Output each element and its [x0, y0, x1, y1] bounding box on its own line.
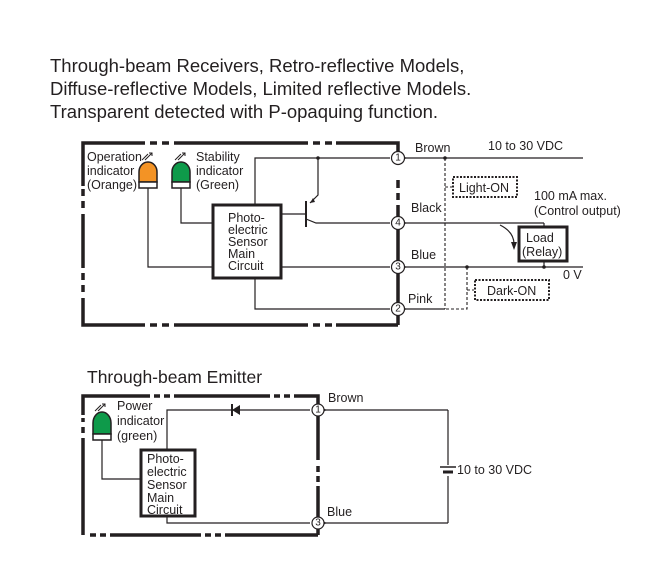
operation-indicator: Operation indicator (Orange): [87, 150, 158, 192]
wire-color-label: Blue: [411, 248, 436, 262]
operation-indicator-color: (Orange): [87, 178, 137, 192]
green-led-icon: [171, 161, 191, 183]
terminal-number: 2: [395, 304, 401, 315]
terminal-3: 3 Blue: [311, 505, 352, 530]
wire-color-label: Brown: [328, 391, 363, 405]
heading-line-3: Transparent detected with P-opaquing fun…: [50, 101, 438, 122]
emitter-housing-border: [81, 394, 320, 537]
wire-color-label: Pink: [408, 292, 433, 306]
main-circuit-label: Sensor: [228, 235, 268, 249]
power-indicator-label: Power: [117, 399, 152, 413]
diode-icon: [232, 405, 240, 415]
supply-voltage-label: 10 to 30 VDC: [488, 139, 563, 153]
light-on-mode: Light-ON: [452, 176, 518, 198]
light-on-label: Light-ON: [459, 181, 509, 195]
green-led-icon: [92, 411, 112, 435]
main-circuit-label: Photo-: [147, 452, 184, 466]
terminal-4: 4 Black: [390, 201, 442, 231]
dark-on-mode: Dark-ON: [474, 279, 550, 301]
emitter-circuit: Power indicator (green) Photo- electric …: [81, 391, 532, 537]
terminal-1: 1 Brown: [311, 391, 363, 417]
relay-label: (Relay): [522, 245, 562, 259]
output-spec-label: (Control output): [534, 204, 621, 218]
operation-indicator-label: Operation: [87, 150, 142, 164]
terminal-number: 4: [395, 218, 401, 229]
terminal-number: 1: [395, 153, 401, 164]
main-circuit-label: Main: [147, 491, 174, 505]
wire-color-label: Black: [411, 201, 442, 215]
terminal-number: 1: [315, 405, 321, 416]
wire-color-label: Blue: [327, 505, 352, 519]
emitter-supply-label: 10 to 30 VDC: [457, 463, 532, 477]
emitter-terminals: 1 Brown 3 Blue: [311, 391, 363, 530]
stability-indicator: Stability indicator (Green): [171, 150, 243, 192]
load-label: Load: [526, 231, 554, 245]
receiver-main-circuit: Photo- electric Sensor Main Circuit: [211, 203, 283, 280]
emitter-main-circuit: Photo- electric Sensor Main Circuit: [139, 448, 197, 518]
power-indicator-color: (green): [117, 429, 157, 443]
terminal-1: 1 Brown: [390, 141, 450, 166]
power-indicator: Power indicator (green): [92, 399, 164, 443]
ground-label: 0 V: [563, 268, 582, 282]
main-circuit-label: Sensor: [147, 478, 187, 492]
orange-led-icon: [138, 161, 158, 183]
terminal-3: 3 Blue: [390, 248, 436, 275]
heading-line-2: Diffuse-reflective Models, Limited refle…: [50, 78, 471, 99]
main-circuit-label: Circuit: [228, 259, 264, 273]
receiver-external-wiring: [398, 154, 583, 313]
light-emission-icon: [94, 403, 106, 412]
power-indicator-label: indicator: [117, 414, 164, 428]
main-circuit-label: Main: [228, 247, 255, 261]
receiver-circuit: Operation indicator (Orange) Stability i…: [81, 139, 621, 327]
main-circuit-label: Circuit: [147, 503, 183, 517]
terminal-number: 3: [315, 518, 321, 529]
main-circuit-label: electric: [147, 465, 187, 479]
main-circuit-label: electric: [228, 223, 268, 237]
operation-indicator-label: indicator: [87, 164, 134, 178]
heading-line-1: Through-beam Receivers, Retro-reflective…: [50, 55, 464, 76]
heading: Through-beam Receivers, Retro-reflective…: [50, 55, 471, 122]
light-emission-icon: [174, 152, 186, 161]
dark-on-label: Dark-ON: [487, 284, 536, 298]
main-circuit-label: Photo-: [228, 211, 265, 225]
wire-color-label: Brown: [415, 141, 450, 155]
stability-indicator-color: (Green): [196, 178, 239, 192]
terminal-2: 2 Pink: [390, 292, 433, 317]
load-relay: Load (Relay): [517, 225, 569, 263]
light-emission-icon: [141, 152, 153, 161]
stability-indicator-label: indicator: [196, 164, 243, 178]
receiver-terminals: 1 Brown 4 Black 3 Blue 2 Pink: [390, 141, 450, 317]
receiver-internal-wiring: [147, 156, 390, 310]
emitter-internal-wiring: [101, 404, 310, 524]
current-direction-arrow-icon: [511, 242, 517, 250]
stability-indicator-label: Stability: [196, 150, 241, 164]
emitter-title: Through-beam Emitter: [87, 367, 262, 387]
emitter-external-wiring: [318, 406, 456, 527]
output-spec-label: 100 mA max.: [534, 189, 607, 203]
terminal-number: 3: [395, 262, 401, 273]
